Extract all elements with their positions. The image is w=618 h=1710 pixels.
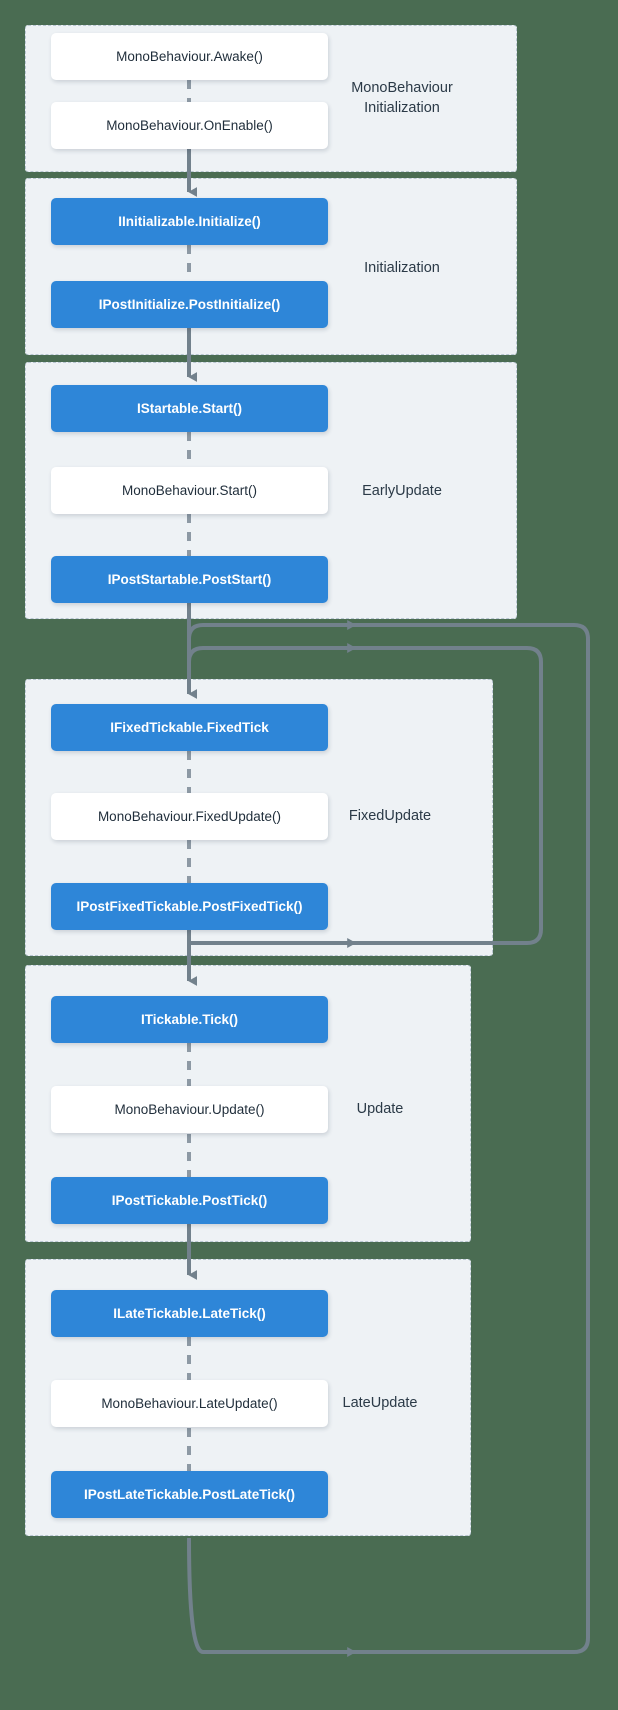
node-iinitializable-initialize[interactable]: IInitializable.Initialize(): [51, 198, 328, 245]
node-monobehaviour-lateupdate[interactable]: MonoBehaviour.LateUpdate(): [51, 1380, 328, 1427]
phase-label-early-update: EarlyUpdate: [322, 481, 482, 501]
node-ipostinitialize-postinitialize[interactable]: IPostInitialize.PostInitialize(): [51, 281, 328, 328]
phase-label-update: Update: [300, 1099, 460, 1119]
node-monobehaviour-update[interactable]: MonoBehaviour.Update(): [51, 1086, 328, 1133]
node-monobehaviour-start[interactable]: MonoBehaviour.Start(): [51, 467, 328, 514]
phase-label-fixed-update: FixedUpdate: [310, 806, 470, 826]
phase-label-line: Initialization: [364, 260, 440, 276]
phase-label-line: LateUpdate: [342, 1395, 418, 1411]
phase-label-line: FixedUpdate: [348, 808, 432, 824]
node-monobehaviour-onenable[interactable]: MonoBehaviour.OnEnable(): [51, 102, 328, 149]
node-ipostfixedtickable-postfixedtick[interactable]: IPostFixedTickable.PostFixedTick(): [51, 883, 328, 930]
node-itickable-tick[interactable]: ITickable.Tick(): [51, 996, 328, 1043]
phase-label-line: EarlyUpdate: [362, 483, 442, 499]
node-ipostlatetickable-postlatetick[interactable]: IPostLateTickable.PostLateTick(): [51, 1471, 328, 1518]
node-ipoststartable-poststart[interactable]: IPostStartable.PostStart(): [51, 556, 328, 603]
phase-label-line: Initialization: [364, 100, 440, 116]
phase-label-late-update: LateUpdate: [300, 1393, 460, 1413]
node-monobehaviour-fixedupdate[interactable]: MonoBehaviour.FixedUpdate(): [51, 793, 328, 840]
phase-label-monobehaviour-initialization: MonoBehaviour Initialization: [322, 78, 482, 118]
phase-label-initialization: Initialization: [322, 258, 482, 278]
node-iposttickable-posttick[interactable]: IPostTickable.PostTick(): [51, 1177, 328, 1224]
phase-label-line: Update: [356, 1101, 404, 1117]
node-monobehaviour-awake[interactable]: MonoBehaviour.Awake(): [51, 33, 328, 80]
phase-label-line: MonoBehaviour: [351, 80, 453, 96]
node-ilatetickable-latetick[interactable]: ILateTickable.LateTick(): [51, 1290, 328, 1337]
node-istartable-start[interactable]: IStartable.Start(): [51, 385, 328, 432]
node-ifixedtickable-fixedtick[interactable]: IFixedTickable.FixedTick: [51, 704, 328, 751]
